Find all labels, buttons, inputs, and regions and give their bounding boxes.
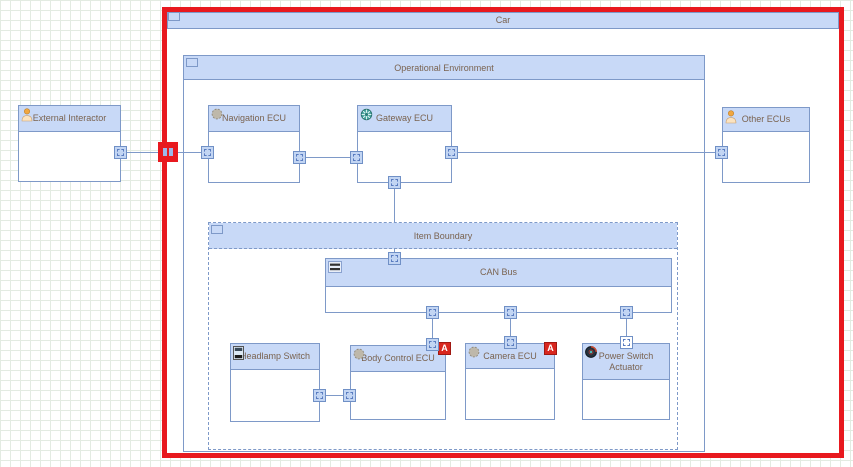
- actor-person-icon: [725, 110, 737, 126]
- block-headlamp-switch[interactable]: Headlamp Switch: [230, 343, 320, 422]
- switch-icon: [233, 346, 244, 362]
- port-navigation-ecu-right[interactable]: [293, 151, 306, 164]
- port-other-ecus-left[interactable]: [715, 146, 728, 159]
- port-gateway-ecu-right[interactable]: [445, 146, 458, 159]
- operational-environment-corner-square-icon: [186, 58, 198, 67]
- port-body-control-ecu-left[interactable]: [343, 389, 356, 402]
- port-body-control-ecu-top[interactable]: [426, 338, 439, 351]
- navigation-ecu-label: Navigation ECU: [221, 113, 287, 124]
- port-can-bus-bottom-1[interactable]: [426, 306, 439, 319]
- headlamp-switch-label: Headlamp Switch: [239, 351, 311, 362]
- port-can-bus-bottom-3[interactable]: [620, 306, 633, 319]
- analysis-badge-camera-ecu[interactable]: A: [544, 342, 557, 355]
- gear-icon: [360, 108, 373, 123]
- port-car-boundary-selected[interactable]: [158, 142, 178, 162]
- item-boundary-container[interactable]: Item Boundary: [208, 222, 678, 450]
- operational-environment-container[interactable]: Operational Environment: [183, 55, 705, 452]
- gateway-ecu-label: Gateway ECU: [375, 113, 434, 124]
- external-interactor-label: External Interactor: [32, 113, 107, 124]
- port-can-bus-top[interactable]: [388, 252, 401, 265]
- block-external-interactor[interactable]: External Interactor: [18, 105, 121, 182]
- body-control-ecu-label: Body Control ECU: [361, 353, 435, 364]
- port-power-switch-actuator-top[interactable]: [620, 336, 633, 349]
- car-corner-square-icon: [168, 12, 180, 21]
- block-can-bus[interactable]: CAN Bus: [325, 258, 672, 313]
- camera-ecu-label: Camera ECU: [483, 350, 537, 361]
- bus-icon: [328, 261, 342, 275]
- knob-icon: [585, 346, 597, 360]
- item-boundary-label: Item Boundary: [413, 230, 473, 241]
- port-can-bus-bottom-2[interactable]: [504, 306, 517, 319]
- sphere-icon: [353, 348, 365, 362]
- block-other-ecus[interactable]: Other ECUs: [722, 107, 810, 183]
- sphere-icon: [211, 108, 223, 122]
- port-gateway-ecu-left[interactable]: [350, 151, 363, 164]
- sphere-icon: [468, 346, 480, 360]
- other-ecus-label: Other ECUs: [741, 114, 791, 125]
- port-navigation-ecu-left[interactable]: [201, 146, 214, 159]
- port-external-interactor-right[interactable]: [114, 146, 127, 159]
- selected-port-handle: [163, 148, 167, 156]
- block-navigation-ecu[interactable]: Navigation ECU: [208, 105, 300, 183]
- operational-environment-header[interactable]: Operational Environment: [184, 56, 704, 80]
- selected-port-handle: [169, 148, 173, 156]
- actor-person-icon: [21, 108, 33, 124]
- item-boundary-corner-square-icon: [211, 225, 223, 234]
- block-power-switch-actuator[interactable]: Power Switch Actuator: [582, 343, 670, 420]
- block-gateway-ecu[interactable]: Gateway ECU: [357, 105, 452, 183]
- port-gateway-ecu-bottom[interactable]: [388, 176, 401, 189]
- power-switch-actuator-label: Power Switch Actuator: [598, 351, 654, 372]
- item-boundary-header[interactable]: Item Boundary: [209, 223, 677, 249]
- car-block-label: Car: [495, 14, 511, 25]
- car-block-header[interactable]: Car: [167, 12, 839, 29]
- operational-environment-label: Operational Environment: [394, 62, 494, 73]
- port-camera-ecu-top[interactable]: [504, 336, 517, 349]
- port-headlamp-switch-right[interactable]: [313, 389, 326, 402]
- analysis-badge-body-control-ecu[interactable]: A: [438, 342, 451, 355]
- can-bus-label: CAN Bus: [479, 267, 517, 278]
- block-camera-ecu[interactable]: Camera ECU: [465, 343, 555, 420]
- block-body-control-ecu[interactable]: Body Control ECU: [350, 345, 446, 420]
